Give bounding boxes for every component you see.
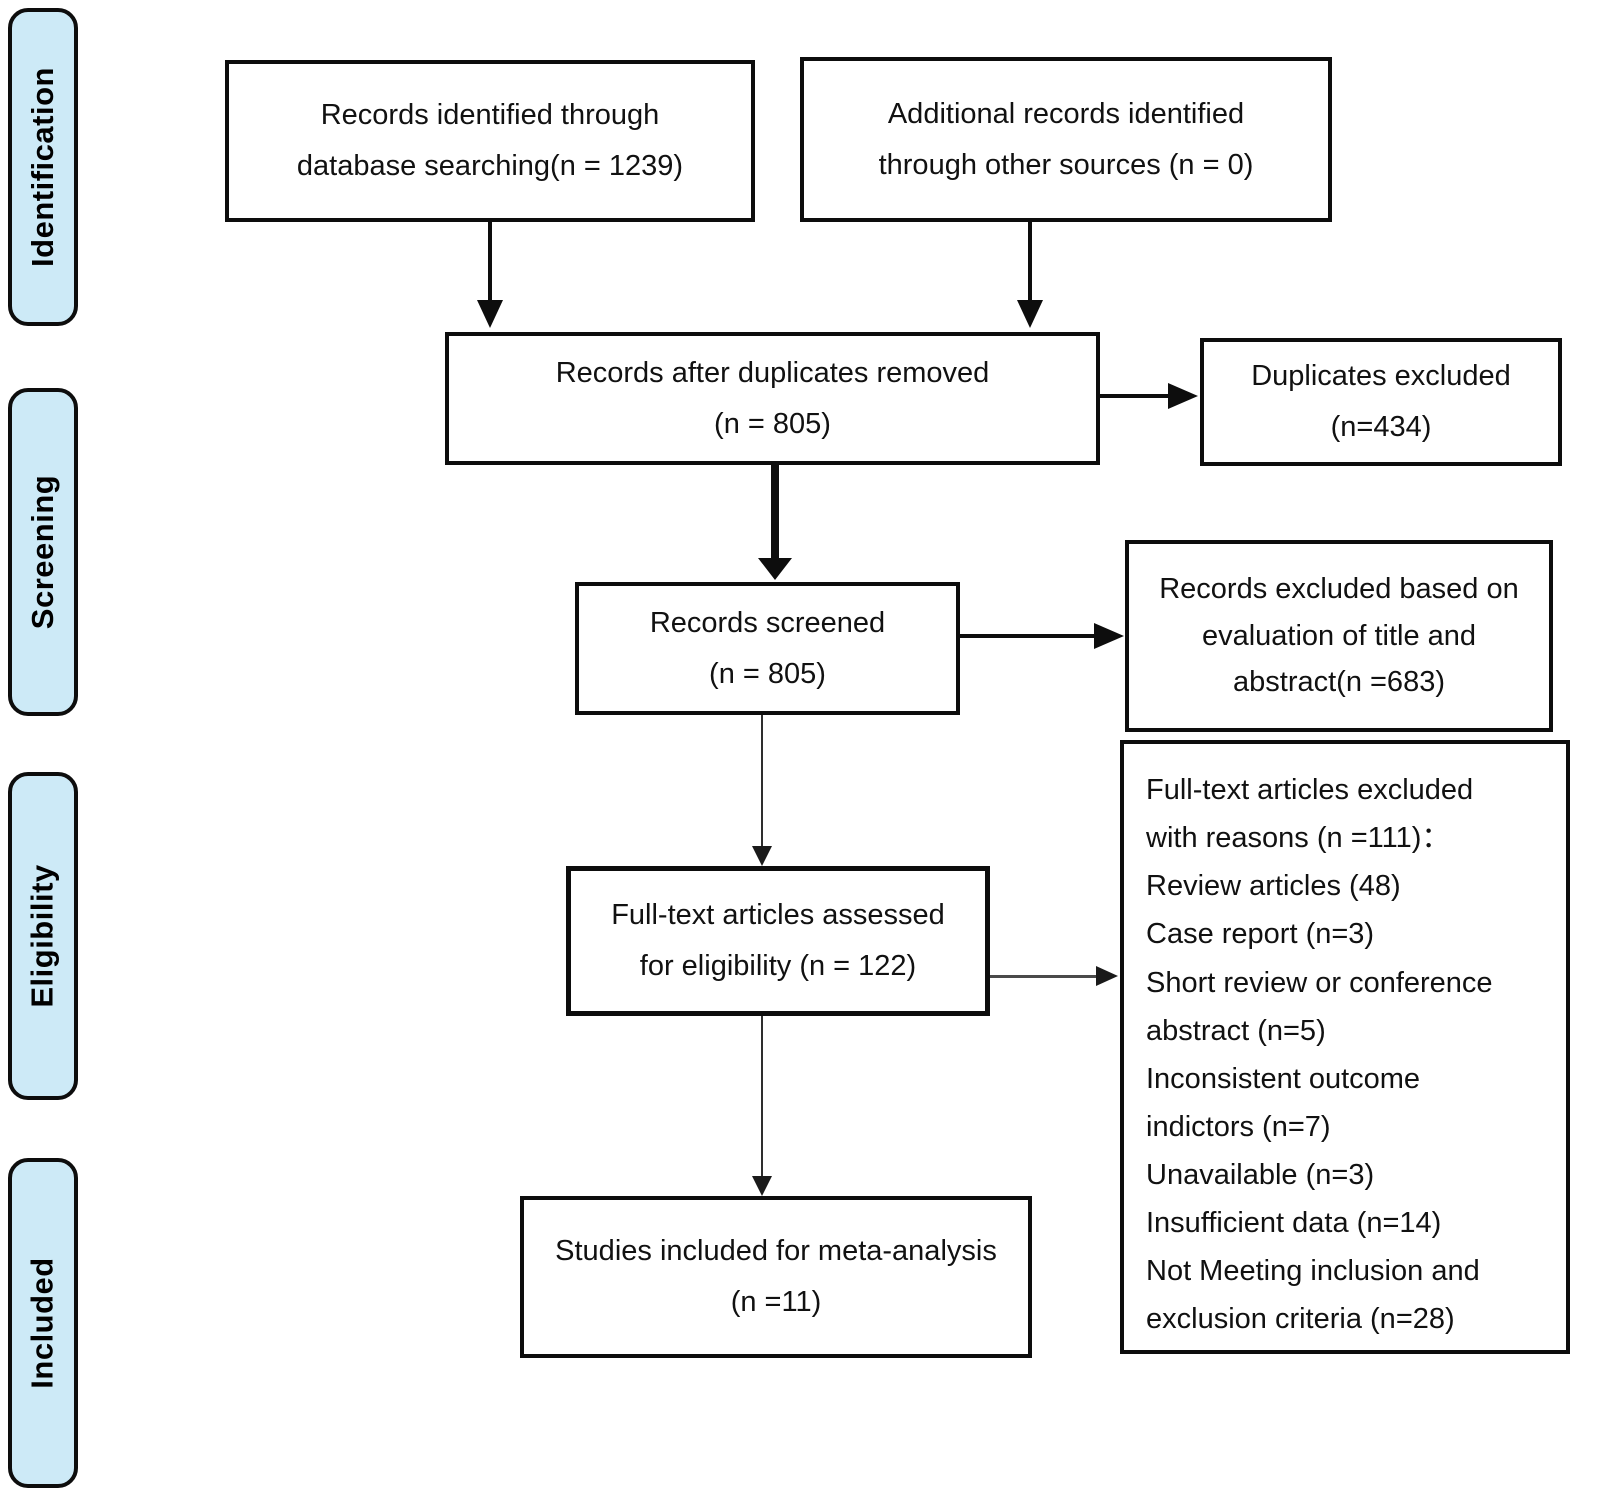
flow-box-excluded-title-abstract: Records excluded based on evaluation of …: [1125, 540, 1553, 732]
arrowhead-right-icon: [1094, 623, 1124, 649]
phase-included-label: Included: [25, 1257, 61, 1389]
connector-merged-to-duplicates-excluded: [1100, 394, 1170, 398]
excluded-title-abstract-text: Records excluded based on evaluation of …: [1159, 573, 1519, 699]
after-duplicates-text: Records after duplicates removed (n = 80…: [555, 356, 990, 440]
flow-box-after-duplicates: Records after duplicates removed (n = 80…: [445, 332, 1100, 465]
duplicates-excluded-text: Duplicates excluded (n=434): [1251, 360, 1511, 443]
flow-box-records-screened: Records screened (n = 805): [575, 582, 960, 715]
arrowhead-down-icon: [752, 846, 772, 866]
records-identified-text: Records identified through database sear…: [296, 99, 684, 182]
reason-inconsistent-outcome: Inconsistent outcome indictors (n=7): [1146, 1062, 1421, 1143]
flow-box-additional-records: Additional records identified through ot…: [800, 57, 1332, 222]
flow-box-records-identified: Records identified through database sear…: [225, 60, 755, 222]
arrowhead-down-icon: [758, 558, 792, 580]
reason-review-articles: Review articles (48): [1146, 870, 1401, 903]
flow-box-fulltext-excluded: Full-text articles excluded with reasons…: [1120, 740, 1570, 1354]
connector-additional-to-merged: [1028, 222, 1032, 302]
phase-screening-label: Screening: [25, 474, 61, 630]
phase-identification-label: Identification: [25, 67, 61, 267]
flow-box-fulltext-assessed: Full-text articles assessed for eligibil…: [566, 866, 990, 1016]
flow-box-duplicates-excluded: Duplicates excluded (n=434): [1200, 338, 1562, 466]
phase-identification: Identification: [8, 8, 78, 326]
fulltext-assessed-text: Full-text articles assessed for eligibil…: [611, 899, 945, 982]
reason-insufficient-data: Insufficient data (n=14): [1146, 1207, 1442, 1240]
arrowhead-right-icon: [1168, 383, 1198, 409]
included-meta-analysis-text: Studies included for meta-analysis (n =1…: [555, 1235, 997, 1318]
additional-records-text: Additional records identified through ot…: [878, 97, 1254, 181]
connector-fulltext-to-excluded-reasons: [990, 975, 1098, 978]
reason-short-review: Short review or conference abstract (n=5…: [1146, 966, 1493, 1047]
connector-identified-to-merged: [488, 222, 492, 302]
records-screened-text: Records screened (n = 805): [649, 606, 886, 690]
flow-box-included-meta-analysis: Studies included for meta-analysis (n =1…: [520, 1196, 1032, 1358]
connector-screened-to-excluded: [960, 634, 1096, 638]
connector-merged-to-screened: [771, 465, 779, 560]
arrowhead-down-icon: [477, 300, 503, 328]
arrowhead-right-icon: [1096, 966, 1118, 986]
fulltext-excluded-reason-list: Full-text articles excluded with reasons…: [1124, 744, 1507, 1344]
arrowhead-down-icon: [752, 1176, 772, 1196]
reason-unavailable: Unavailable (n=3): [1146, 1159, 1375, 1191]
phase-screening: Screening: [8, 388, 78, 716]
reason-not-meeting-criteria: Not Meeting inclusion and exclusion crit…: [1146, 1255, 1480, 1336]
arrowhead-down-icon: [1017, 300, 1043, 328]
connector-screened-to-fulltext: [761, 715, 763, 847]
connector-fulltext-to-included: [761, 1016, 763, 1176]
fulltext-excluded-heading: Full-text articles excluded with reasons…: [1146, 774, 1474, 855]
phase-eligibility: Eligibility: [8, 772, 78, 1100]
phase-eligibility-label: Eligibility: [25, 864, 61, 1008]
phase-included: Included: [8, 1158, 78, 1488]
reason-case-report: Case report (n=3): [1146, 918, 1375, 951]
